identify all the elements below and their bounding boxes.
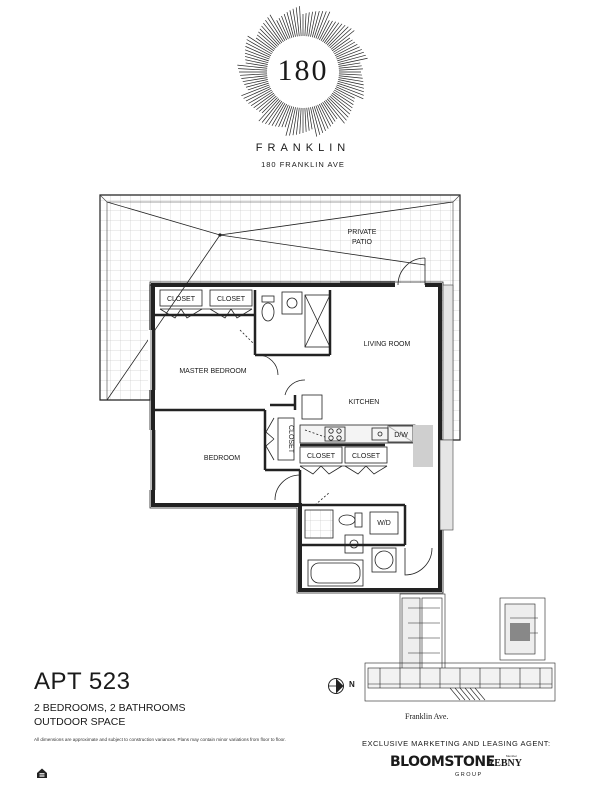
interior-walls bbox=[153, 290, 407, 547]
disclaimer: All dimensions are approximate and subje… bbox=[34, 737, 286, 742]
brand-name: FRANKLIN bbox=[255, 142, 351, 154]
label-living-room: LIVING ROOM bbox=[364, 341, 411, 348]
bathroom-2 bbox=[274, 379, 433, 587]
agent-company-sub: GROUP bbox=[455, 772, 483, 778]
apartment-outdoor: OUTDOOR SPACE bbox=[34, 716, 126, 728]
logo-number: 180 bbox=[277, 54, 329, 87]
label-patio: PATIO bbox=[352, 239, 373, 246]
floor-plan: PRIVATE PATIO LIVING ROOM KITCHEN MASTER… bbox=[99, 194, 461, 594]
patio-door bbox=[340, 257, 426, 287]
logo-sunburst bbox=[237, 6, 368, 137]
label-master-bedroom: MASTER BEDROOM bbox=[179, 368, 246, 375]
label-closet-5: CLOSET bbox=[287, 425, 294, 454]
label-dishwasher: D/W bbox=[394, 432, 408, 439]
label-private: PRIVATE bbox=[348, 229, 377, 236]
apartment-bedrooms-bathrooms: 2 BEDROOMS, 2 BATHROOMS bbox=[34, 702, 186, 714]
label-closet-1: CLOSET bbox=[167, 296, 196, 303]
unit-highlight bbox=[510, 623, 530, 641]
bedroom-closet bbox=[265, 417, 295, 461]
rebny-member: Member bbox=[506, 754, 518, 758]
label-closet-3: CLOSET bbox=[307, 453, 336, 460]
label-closet-2: CLOSET bbox=[217, 296, 246, 303]
agent-label: EXCLUSIVE MARKETING AND LEASING AGENT: bbox=[362, 739, 551, 748]
building-address: 180 FRANKLIN AVE bbox=[261, 160, 345, 169]
equal-housing-icon bbox=[37, 768, 47, 778]
rebny-logo: REBNY bbox=[487, 758, 523, 769]
compass-icon bbox=[328, 678, 344, 694]
master-closets bbox=[159, 289, 253, 319]
agent-company-logo: BLOOMSTONE bbox=[390, 754, 495, 770]
apartment-title: APT 523 bbox=[34, 668, 131, 695]
key-plan bbox=[364, 593, 556, 702]
label-closet-4: CLOSET bbox=[352, 453, 381, 460]
street-label: Franklin Ave. bbox=[405, 712, 449, 721]
kitchen-closets bbox=[299, 446, 388, 475]
kitchen-fixtures bbox=[299, 394, 433, 467]
exterior-walls bbox=[149, 281, 454, 594]
compass-north-label: N bbox=[349, 680, 355, 689]
label-bedroom: BEDROOM bbox=[204, 455, 240, 462]
label-kitchen: KITCHEN bbox=[349, 399, 380, 406]
bathroom-1 bbox=[239, 291, 331, 376]
label-washer-dryer: W/D bbox=[377, 520, 391, 527]
windows bbox=[148, 330, 156, 490]
